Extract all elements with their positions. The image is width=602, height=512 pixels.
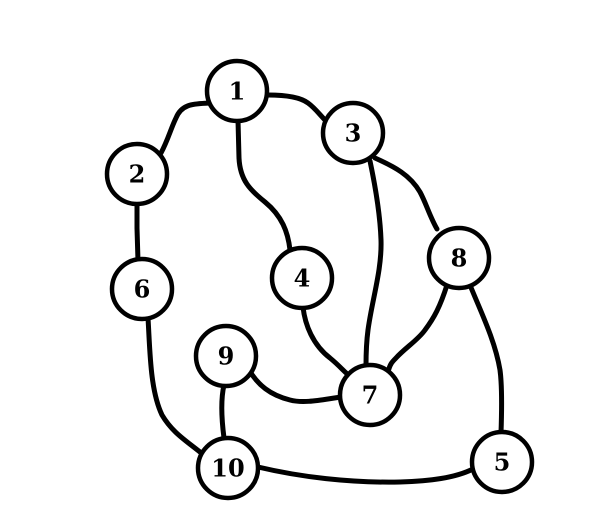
edge-4-7 <box>300 304 353 379</box>
node-1: 1 <box>204 58 270 124</box>
edge-9-7 <box>246 367 345 404</box>
edge-3-8 <box>372 155 440 232</box>
edge-8-7 <box>385 282 450 375</box>
node-label: 7 <box>362 381 379 410</box>
edge-1-4 <box>235 117 293 253</box>
node-circle <box>469 429 535 495</box>
node-circle <box>337 362 403 428</box>
node-label: 6 <box>134 275 151 304</box>
node-4: 4 <box>269 245 335 311</box>
edge-2-6 <box>134 200 141 264</box>
node-7: 7 <box>337 362 403 428</box>
edge-6-10 <box>145 315 203 455</box>
node-3: 3 <box>320 100 386 166</box>
node-label: 10 <box>211 454 244 483</box>
edge-1-2 <box>158 100 213 156</box>
node-circle <box>426 225 492 291</box>
node-circle <box>320 100 386 166</box>
nodes-layer: 1 2 3 4 5 6 7 8 9 10 <box>104 58 535 501</box>
node-circle <box>104 141 170 207</box>
node-2: 2 <box>104 141 170 207</box>
node-circle <box>204 58 270 124</box>
node-label: 8 <box>451 244 468 273</box>
node-10: 10 <box>195 435 261 501</box>
node-circle <box>109 256 175 322</box>
node-circle <box>195 435 261 501</box>
edge-9-10 <box>219 382 227 441</box>
node-label: 9 <box>218 342 235 371</box>
node-6: 6 <box>109 256 175 322</box>
edge-1-3 <box>265 92 329 124</box>
node-8: 8 <box>426 225 492 291</box>
node-label: 3 <box>345 119 362 148</box>
node-label: 4 <box>294 264 311 293</box>
edge-8-5 <box>467 282 505 436</box>
node-label: 5 <box>494 448 511 477</box>
edge-10-5 <box>255 464 476 485</box>
node-label: 2 <box>129 160 146 189</box>
node-circle <box>193 323 259 389</box>
node-5: 5 <box>469 429 535 495</box>
node-circle <box>269 245 335 311</box>
edge-3-7 <box>363 158 384 369</box>
edges-layer <box>134 92 505 485</box>
node-label: 1 <box>229 77 246 106</box>
node-9: 9 <box>193 323 259 389</box>
